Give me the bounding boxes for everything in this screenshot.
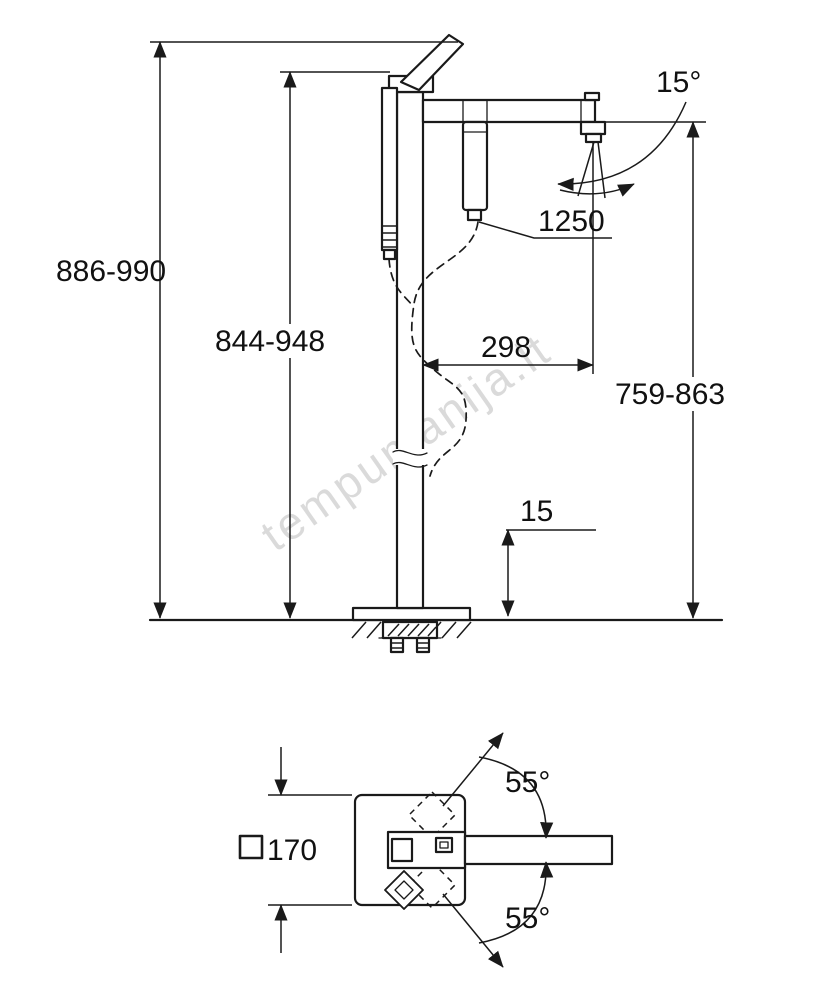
base-plate-size-label: 170 [267,834,317,867]
shower-hose [410,221,479,477]
plan-view: 170 55° 55° [238,732,614,968]
mounting-bolt-left [389,636,405,654]
faucet-column [395,90,425,610]
column-shower-outlet [382,248,397,261]
callout-hose-length: 1250 [478,205,612,239]
shower-hose-short [388,258,414,307]
mounting-flange-hatch [387,623,437,637]
dim-spout-reach: 298 [422,142,594,374]
plan-shower-holder [384,870,424,910]
dim-mixer-height-label: 844-948 [215,325,325,358]
dim-base-plate: 170 [238,747,352,953]
mixer-lever [399,33,465,92]
dim-overall-height-label: 886-990 [56,255,166,288]
swivel-lower-label: 55° [505,902,550,935]
angle-arc [478,756,554,839]
dim-spout-reach-label: 298 [481,331,531,364]
plan-diverter-inner [439,841,449,849]
plan-diverter [434,836,454,854]
swivel-upper-label: 55° [505,766,550,799]
bolt-threads [391,642,429,649]
dim-floor-thickness: 15 [501,495,596,617]
dim-overall-height: 886-990 [56,41,458,619]
callout-swivel-lower: 55° [442,861,554,968]
spout-aerator [584,132,603,144]
square-symbol [238,834,264,860]
plan-spout [463,834,614,866]
dim-mixer-height: 844-948 [210,71,390,619]
column-break-gap [393,449,427,465]
spout-swivel-cap [583,91,601,102]
front-view: 886-990 844-948 298 759-863 1250 [56,33,765,654]
dim-spout-outlet-height: 759-863 [601,121,765,619]
angle-arc [478,861,554,944]
leader-line [478,221,612,239]
swivel-arc-left [557,101,687,191]
angle-line [442,893,504,968]
spout [421,98,597,124]
spout-outlet [579,120,607,136]
hand-shower [461,120,489,212]
dim-spout-outlet-height-label: 759-863 [615,378,725,411]
angle-line [442,732,504,807]
mounting-bolt-right [415,636,431,654]
stream-lines [577,141,606,199]
plan-shower-holder-inner [394,880,414,900]
plan-handle [390,837,414,863]
floor-thickness-label: 15 [520,495,553,528]
spout-swivel-label: 15° [656,66,701,99]
column-shower-grip-hatch [382,225,397,248]
hand-shower-tip [466,208,483,222]
hose-length-label: 1250 [538,205,605,238]
hand-shower-holder-lines [462,99,488,123]
swivel-arc-right [559,183,635,197]
column-break-wave [392,449,428,468]
base-plate [351,606,472,622]
callout-swivel-upper: 55° [442,732,554,839]
callout-spout-swivel: 15° [557,66,701,199]
